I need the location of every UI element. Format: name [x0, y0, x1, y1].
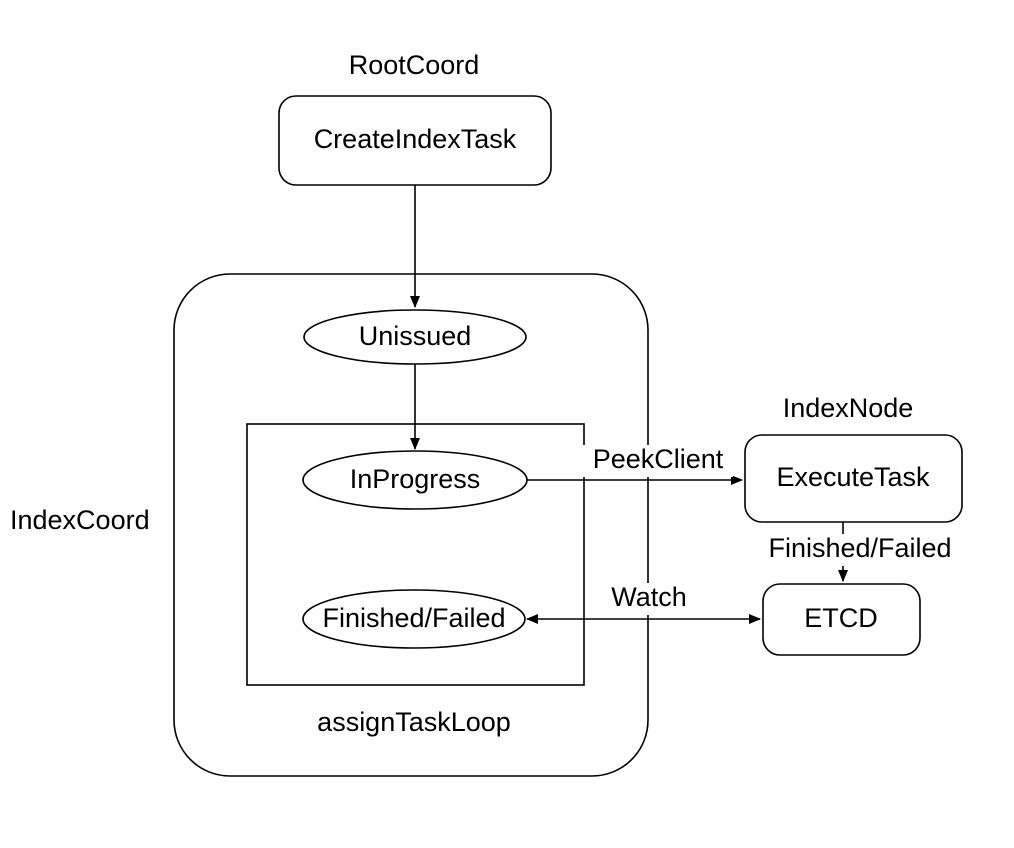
node-create-index-task-shape	[278, 95, 552, 186]
node-etcd[interactable]: ETCD	[762, 583, 921, 656]
node-finished-failed[interactable]: Finished/Failed	[302, 589, 526, 649]
rootcoord-label: RootCoord	[349, 50, 480, 80]
node-etcd-label: ETCD	[804, 603, 878, 633]
node-inprogress-label: InProgress	[350, 464, 481, 494]
edge-label-peekclient-text: PeekClient	[593, 444, 724, 474]
indexnode-label: IndexNode	[783, 393, 914, 423]
node-finished-failed-shape	[302, 589, 526, 649]
edge-label-peekclient-bg	[583, 445, 733, 477]
node-finished-failed-label: Finished/Failed	[322, 603, 505, 633]
node-create-index-task[interactable]: CreateIndexTask	[278, 95, 552, 186]
edge-label-watch-text: Watch	[611, 582, 687, 612]
node-execute-task-shape	[744, 434, 963, 523]
node-inprogress[interactable]: InProgress	[302, 450, 528, 510]
indexcoord-container-shape	[173, 273, 649, 777]
node-unissued[interactable]: Unissued	[303, 309, 527, 365]
node-create-index-task-label: CreateIndexTask	[314, 124, 517, 154]
node-inprogress-shape	[302, 450, 528, 510]
node-etcd-shape	[762, 583, 921, 656]
edge-label-peekclient: PeekClient	[583, 444, 733, 477]
indexcoord-container[interactable]	[173, 273, 649, 777]
indexcoord-label: IndexCoord	[10, 505, 150, 535]
edge-label-watch-bg	[604, 583, 695, 615]
edge-label-finished-failed-bg	[757, 534, 963, 566]
node-execute-task-label: ExecuteTask	[776, 462, 930, 492]
edge-label-finished-failed: Finished/Failed	[757, 533, 963, 566]
node-unissued-shape	[303, 309, 527, 365]
node-unissued-label: Unissued	[359, 321, 472, 351]
assigntaskloop-label: assignTaskLoop	[317, 707, 511, 737]
edge-label-watch: Watch	[604, 582, 695, 615]
node-execute-task[interactable]: ExecuteTask	[744, 434, 963, 523]
edge-label-finished-failed-text: Finished/Failed	[768, 533, 951, 563]
